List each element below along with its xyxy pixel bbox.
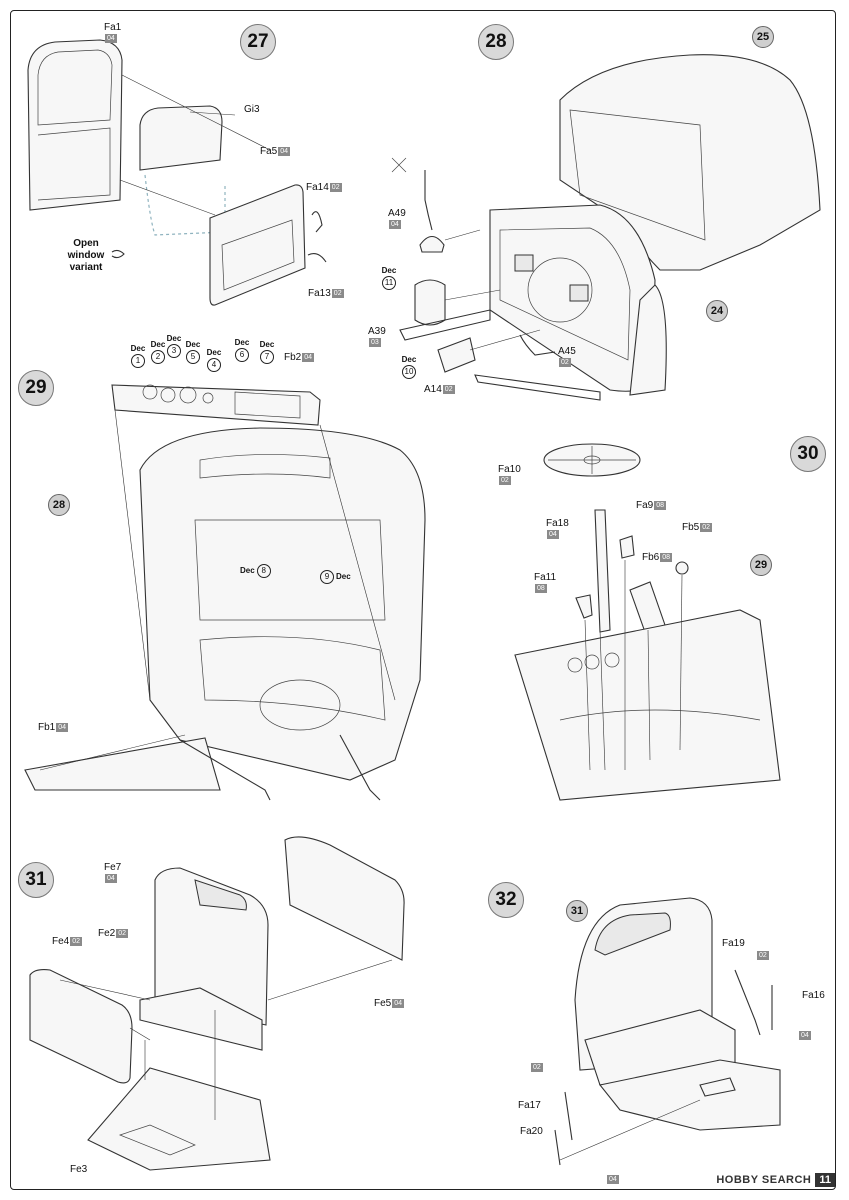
sprue-badge: 02	[116, 928, 129, 938]
step-number-27: 27	[240, 24, 276, 60]
sprue-badge: 02	[559, 357, 571, 367]
decal-10: Dec 10	[398, 355, 420, 379]
part-label-fa1: Fa1 04	[104, 22, 122, 43]
page-number-badge: 11	[815, 1173, 835, 1187]
step27-drawing	[27, 39, 327, 306]
part-label-fe3: Fe3	[70, 1164, 88, 1175]
part-label-a49: A49 04	[388, 208, 406, 229]
step32-drawing	[554, 897, 781, 1166]
sprue-badge: 02	[499, 475, 511, 485]
part-label-fa19: Fa19	[722, 938, 745, 949]
sprue-badge: 04	[392, 998, 405, 1008]
part-label-fa18: Fa18 04	[546, 518, 569, 539]
sprue-badge: 08	[660, 552, 673, 562]
step30-drawing	[514, 443, 781, 801]
sprue-badge: 02	[331, 288, 344, 298]
step31-drawing	[29, 836, 405, 1171]
open-window-variant-note: Open window variant	[67, 238, 105, 273]
callout-25: 25	[752, 26, 774, 48]
part-label-fe7: Fe7 04	[104, 862, 122, 883]
sprue-badge-fa20: 04	[607, 1174, 619, 1184]
step-number-31: 31	[18, 862, 54, 898]
footer-watermark: HOBBY SEARCH 11	[716, 1170, 835, 1190]
sprue-badge-fa16: 04	[799, 1030, 811, 1040]
sprue-badge: 04	[105, 873, 117, 883]
step-number-28: 28	[478, 24, 514, 60]
step-number-30: 30	[790, 436, 826, 472]
sprue-badge: 04	[105, 33, 117, 43]
part-label-a45: A45 02	[558, 346, 576, 367]
step-number-29: 29	[18, 370, 54, 406]
sprue-badge: 04	[278, 146, 291, 156]
callout-24: 24	[706, 300, 728, 322]
part-label-fa11: Fa11 08	[534, 572, 557, 593]
sprue-badge: 02	[442, 384, 455, 394]
part-label-fa16: Fa16	[802, 990, 825, 1001]
sprue-badge: 04	[547, 529, 559, 539]
curl-icon	[111, 249, 125, 259]
cross-mark	[391, 157, 407, 173]
callout-31: 31	[566, 900, 588, 922]
sprue-badge-fa17: 02	[531, 1062, 543, 1072]
sprue-badge: 02	[700, 522, 713, 532]
sprue-badge: 08	[654, 500, 667, 510]
sprue-badge: 04	[56, 722, 69, 732]
page-border	[10, 10, 836, 1190]
part-label-fa20: Fa20	[520, 1126, 543, 1137]
part-label-a39: A39 03	[368, 326, 386, 347]
step-number-32: 32	[488, 882, 524, 918]
step28-drawing	[399, 54, 821, 401]
decal-11: Dec 11	[378, 266, 400, 290]
sprue-badge: 04	[389, 219, 401, 229]
sprue-badge: 03	[369, 337, 381, 347]
sprue-badge: 04	[302, 352, 315, 362]
step29-drawing	[24, 384, 426, 801]
callout-28: 28	[48, 494, 70, 516]
sprue-badge: 02	[329, 182, 342, 192]
hobby-search-logo: HOBBY SEARCH	[716, 1174, 812, 1186]
part-label-fa17: Fa17	[518, 1100, 541, 1111]
sprue-badge-fa19: 02	[757, 950, 769, 960]
callout-29: 29	[750, 554, 772, 576]
part-label-fa10: Fa10 02	[498, 464, 521, 485]
part-label-gi3: Gi3	[244, 104, 260, 115]
sprue-badge: 02	[70, 936, 83, 946]
sprue-badge: 08	[535, 583, 547, 593]
